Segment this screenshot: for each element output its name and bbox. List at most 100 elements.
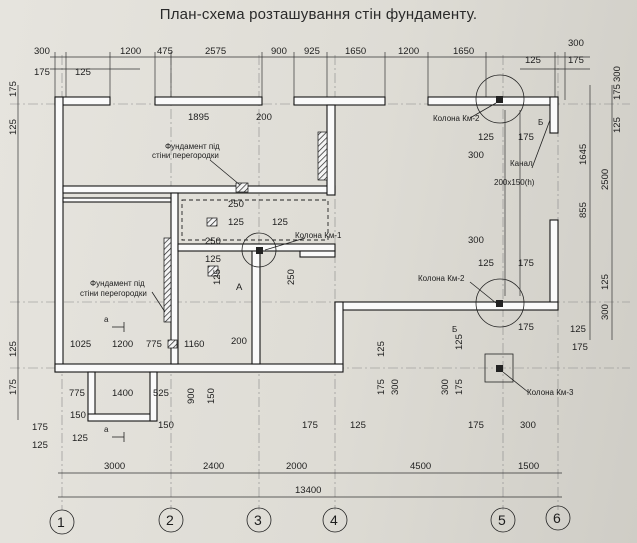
- dim-text: 2500: [600, 169, 611, 190]
- axis-label-6: 6: [553, 510, 561, 526]
- dim-text: 125: [32, 440, 48, 451]
- axis-dimensions: 3000 2400 2000 4500 1500 13400: [58, 461, 562, 498]
- canal-label-2: 200х150(h): [494, 178, 535, 187]
- dim-text: 125: [376, 341, 387, 357]
- dim-text: 775: [146, 339, 162, 350]
- dim-text: 1645: [578, 144, 589, 165]
- canal-label-1: Канал: [510, 159, 533, 168]
- partition-label-2a: Фундамент під: [90, 279, 145, 288]
- dim-text: 300: [440, 379, 451, 395]
- column-markers: [241, 74, 525, 383]
- dim-text: 475: [157, 46, 173, 57]
- dim-text: 150: [206, 388, 217, 404]
- dim-text: 250: [228, 199, 244, 210]
- section-a-top: а: [104, 315, 109, 324]
- axis-label-3: 3: [254, 512, 262, 528]
- lower-dimensions: 125 300 175 125 175 300 175 125 175 300 …: [32, 334, 536, 451]
- dim-text: 175: [518, 258, 534, 269]
- dim-text: 1200: [398, 46, 419, 57]
- dim-text: 1650: [453, 46, 474, 57]
- partition-label-1b: стіни перегородки: [152, 151, 219, 160]
- dim-text: 300: [468, 235, 484, 246]
- column-km2-top-label: Колона Км-2: [433, 114, 480, 123]
- leader-lines: [151, 102, 529, 393]
- axis-dim-5-6: 1500: [518, 461, 539, 472]
- dim-text: 125: [212, 269, 223, 285]
- dim-text: 925: [304, 46, 320, 57]
- partition-label-1a: Фундамент під: [165, 142, 220, 151]
- dim-text: 250: [286, 269, 297, 285]
- dim-text: 125: [350, 420, 366, 431]
- dim-text: 150: [70, 410, 86, 421]
- annotations: Фундамент під стіни перегородки Фундамен…: [80, 114, 574, 442]
- dim-text: 125: [478, 132, 494, 143]
- dim-text: 125: [454, 334, 465, 350]
- dim-text: 175: [468, 420, 484, 431]
- dim-text: 150: [158, 420, 174, 431]
- dim-text: 175: [376, 379, 387, 395]
- dim-text: 125: [8, 119, 19, 135]
- dim-text: 300: [612, 66, 623, 82]
- drawing-title: План-схема розташування стін фундаменту.: [159, 6, 478, 23]
- section-a-bottom: а: [104, 425, 109, 434]
- dim-text: 300: [520, 420, 536, 431]
- dim-text: 525: [153, 388, 169, 399]
- dim-text: 1160: [184, 339, 204, 350]
- dim-text: 175: [518, 132, 534, 143]
- dim-text: 125: [228, 217, 244, 228]
- mark-a: А: [236, 282, 243, 293]
- dim-text: 775: [69, 388, 85, 399]
- axis-label-2: 2: [166, 512, 174, 528]
- dim-text: 175: [568, 55, 584, 66]
- axis-bubbles: 1 2 3 4 5 6: [49, 505, 571, 535]
- column-km3-label: Колона Км-3: [527, 388, 574, 397]
- total-dimension: 13400: [295, 485, 321, 496]
- axis-dim-3-4: 2000: [286, 461, 307, 472]
- top-dimensions: 300 1200 475 2575 900 925 1650 1200 1650…: [34, 38, 590, 100]
- axis-dim-4-5: 4500: [410, 461, 431, 472]
- dim-text: 900: [271, 46, 287, 57]
- dim-text: 300: [390, 379, 401, 395]
- column-km2-mid-label: Колона Км-2: [418, 274, 465, 283]
- dim-text: 1895: [188, 112, 209, 123]
- dim-text: 125: [8, 341, 19, 357]
- dim-text: 175: [302, 420, 318, 431]
- axis-label-1: 1: [57, 514, 65, 530]
- axis-dim-2-3: 2400: [203, 461, 224, 472]
- dim-text: 125: [205, 254, 221, 265]
- right-dimensions: 300 175 125 1645 2500 855 125 300 125 17…: [570, 66, 623, 353]
- dim-text: 300: [34, 46, 50, 57]
- outer-walls: [54, 96, 559, 422]
- dim-text: 125: [72, 433, 88, 444]
- mark-b-bottom: Б: [452, 325, 457, 334]
- dim-text: 1650: [345, 46, 366, 57]
- axis-label-4: 4: [330, 512, 338, 528]
- dim-text: 300: [600, 304, 611, 320]
- dim-text: 125: [612, 117, 623, 133]
- dim-text: 300: [468, 150, 484, 161]
- partition-label-2b: стіни перегородки: [80, 289, 147, 298]
- dim-text: 175: [612, 84, 623, 100]
- dim-text: 175: [454, 379, 465, 395]
- mark-b-top: Б: [538, 118, 543, 127]
- dim-text: 175: [8, 81, 19, 97]
- inner-dimensions: 1895 200 250 125 125 250 125 250 125 175…: [69, 112, 534, 431]
- dim-text: 855: [578, 202, 589, 218]
- canal-line: [504, 110, 551, 296]
- dim-text: 125: [600, 274, 611, 290]
- dim-text: 1400: [112, 388, 133, 399]
- dim-text: 175: [572, 342, 588, 353]
- dim-text: 125: [570, 324, 586, 335]
- dim-text: 1200: [120, 46, 141, 57]
- dim-text: 125: [272, 217, 288, 228]
- dim-text: 200: [231, 336, 247, 347]
- dim-text: 1025: [70, 339, 91, 350]
- dim-text: 175: [518, 322, 534, 333]
- dim-text: 175: [32, 422, 48, 433]
- axis-label-5: 5: [498, 512, 506, 528]
- dim-text: 200: [256, 112, 272, 123]
- dim-text: 300: [568, 38, 584, 49]
- dim-text: 175: [8, 379, 19, 395]
